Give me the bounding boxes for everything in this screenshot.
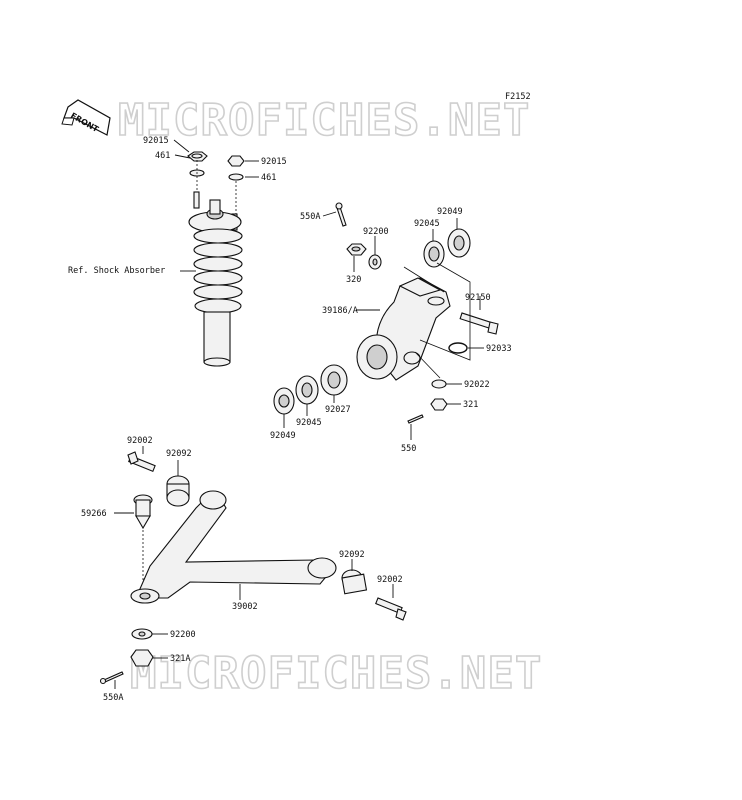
knuckle-assembly [273, 202, 499, 424]
part-label-92200-bot: 92200 [170, 630, 196, 640]
part-label-92049-top: 92049 [437, 207, 463, 217]
part-label-92002-b: 92002 [377, 575, 403, 585]
part-label-321: 321 [463, 400, 478, 410]
part-label-59266: 59266 [81, 509, 107, 519]
part-label-320: 320 [346, 275, 361, 285]
part-label-92045-top: 92045 [414, 219, 440, 229]
part-label-92002-a: 92002 [127, 436, 153, 446]
figure-code: F2152 [505, 92, 531, 102]
part-label-92015-a: 92015 [143, 136, 169, 146]
part-label-92022: 92022 [464, 380, 490, 390]
part-label-92033: 92033 [486, 344, 512, 354]
part-label-461-a: 461 [155, 151, 170, 161]
leader-lines [114, 139, 484, 689]
part-label-550A-top: 550A [300, 212, 320, 222]
ref-shock-absorber-label: Ref. Shock Absorber [68, 266, 165, 276]
part-label-550: 550 [401, 444, 416, 454]
part-label-39186A: 39186/A [322, 306, 358, 316]
part-label-92150: 92150 [465, 293, 491, 303]
shock-absorber [180, 151, 245, 367]
part-label-92027: 92027 [325, 405, 351, 415]
part-label-92200-top: 92200 [363, 227, 389, 237]
part-label-39002: 39002 [232, 602, 258, 612]
part-label-92092-b: 92092 [339, 550, 365, 560]
watermark-bottom: MICROFICHES.NET [130, 648, 542, 699]
nut-92015-b [227, 155, 245, 167]
part-label-321A: 321A [170, 654, 190, 664]
part-label-92045-bot: 92045 [296, 418, 322, 428]
part-label-92015-b: 92015 [261, 157, 287, 167]
watermark-top: MICROFICHES.NET [118, 95, 530, 146]
part-label-461-b: 461 [261, 173, 276, 183]
front-arrow-icon: FRONT [61, 99, 111, 136]
a-arm-assembly [99, 451, 407, 685]
part-label-92092-a: 92092 [166, 449, 192, 459]
part-label-92049-bot: 92049 [270, 431, 296, 441]
part-label-550A-bot: 550A [103, 693, 123, 703]
